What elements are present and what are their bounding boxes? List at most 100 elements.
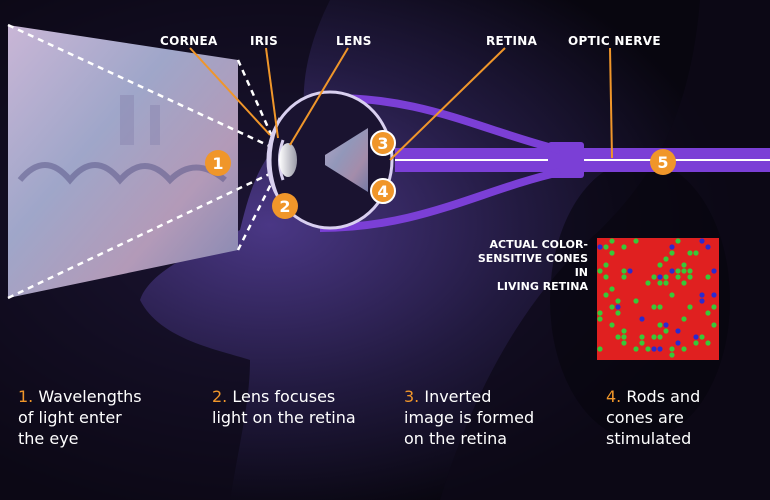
badge-1: 1	[205, 150, 231, 176]
cone-cell	[615, 298, 621, 304]
cone-cell	[597, 316, 603, 322]
cone-cell	[705, 274, 711, 280]
cone-cell	[633, 298, 639, 304]
cone-cell	[669, 250, 675, 256]
cone-cell	[597, 310, 603, 316]
cone-cell	[621, 268, 627, 274]
cone-cell	[615, 304, 621, 310]
cone-cell	[711, 322, 717, 328]
optic-nerve-label: OPTIC NERVE	[568, 34, 661, 48]
cone-cell	[621, 274, 627, 280]
cone-cell	[669, 352, 675, 358]
cone-cell	[663, 256, 669, 262]
cone-cell	[639, 340, 645, 346]
cone-cell	[603, 262, 609, 268]
badge-3: 3	[370, 130, 396, 156]
cone-cell	[657, 280, 663, 286]
painting-bridge	[17, 162, 227, 185]
cone-cell	[681, 316, 687, 322]
cone-cell	[699, 334, 705, 340]
cone-cell	[603, 244, 609, 250]
cone-cell	[681, 346, 687, 352]
cone-cell	[603, 292, 609, 298]
cone-cell	[669, 292, 675, 298]
cone-cell	[675, 268, 681, 274]
cone-cell	[705, 244, 711, 250]
cone-cell	[675, 340, 681, 346]
cone-cell	[657, 274, 663, 280]
badge-4: 4	[370, 178, 396, 204]
cornea-label: CORNEA	[160, 34, 218, 48]
cone-cell	[663, 274, 669, 280]
cone-cell	[711, 268, 717, 274]
cone-cell	[639, 316, 645, 322]
cone-cell	[711, 292, 717, 298]
cone-cell	[687, 304, 693, 310]
badge-2: 2	[272, 193, 298, 219]
cone-cell	[657, 262, 663, 268]
lens-shape	[279, 143, 297, 177]
cone-cell	[663, 328, 669, 334]
cone-cell	[651, 274, 657, 280]
cones-micrograph	[597, 238, 719, 360]
cone-cell	[609, 250, 615, 256]
cone-cell	[645, 280, 651, 286]
cone-cell	[621, 244, 627, 250]
leader-lines	[189, 47, 613, 161]
cones-caption: ACTUAL COLOR- SENSITIVE CONES IN LIVING …	[477, 238, 588, 293]
cone-cell	[681, 262, 687, 268]
step-2: 2. Lens focuses light on the retina	[212, 387, 356, 427]
lens-label: LENS	[336, 34, 372, 48]
cone-cell	[639, 334, 645, 340]
iris-label: IRIS	[250, 34, 279, 48]
cone-cell	[687, 274, 693, 280]
cone-cell	[687, 268, 693, 274]
cone-cell	[651, 334, 657, 340]
cone-cell	[621, 334, 627, 340]
cone-cell	[633, 238, 639, 244]
cone-cell	[645, 346, 651, 352]
cone-cell	[633, 346, 639, 352]
cone-cell	[621, 328, 627, 334]
cone-cell	[669, 346, 675, 352]
cone-cell	[609, 322, 615, 328]
cone-cell	[675, 238, 681, 244]
step-3: 3. Inverted image is formed on the retin…	[404, 387, 535, 448]
cone-cell	[597, 244, 603, 250]
cone-cell	[699, 238, 705, 244]
cone-cell	[651, 304, 657, 310]
cone-cell	[699, 292, 705, 298]
cone-cell	[609, 286, 615, 292]
cone-cell	[663, 322, 669, 328]
cone-cell	[597, 346, 603, 352]
cone-cell	[657, 322, 663, 328]
step-1: 1. Wavelengths of light enter the eye	[18, 387, 142, 448]
cone-cell	[687, 250, 693, 256]
cone-cell	[663, 280, 669, 286]
retina-label: RETINA	[486, 34, 538, 48]
cone-cell	[693, 250, 699, 256]
cone-cell	[705, 340, 711, 346]
cone-cell	[693, 340, 699, 346]
cone-cell	[681, 280, 687, 286]
cone-cell	[675, 274, 681, 280]
cone-cell	[669, 244, 675, 250]
cone-cell	[711, 304, 717, 310]
inverted-image	[325, 128, 368, 192]
cone-cell	[693, 334, 699, 340]
cone-cell	[705, 310, 711, 316]
cone-cell	[615, 334, 621, 340]
cone-cell	[609, 238, 615, 244]
cone-cell	[603, 274, 609, 280]
step-4: 4. Rods and cones are stimulated	[606, 387, 701, 448]
cone-cell	[597, 268, 603, 274]
cone-cell	[699, 298, 705, 304]
cone-cell	[657, 334, 663, 340]
cone-cell	[621, 340, 627, 346]
cone-cell	[681, 268, 687, 274]
painting-image	[8, 25, 238, 298]
cone-cell	[657, 304, 663, 310]
cone-cell	[609, 304, 615, 310]
badge-5: 5	[650, 149, 676, 175]
